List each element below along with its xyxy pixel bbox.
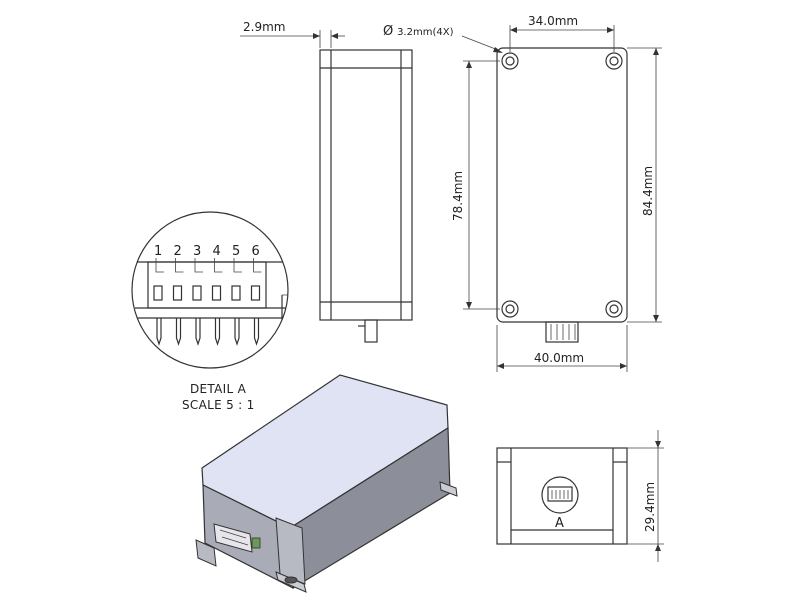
hole-spacing-width-label: 34.0mm: [528, 14, 578, 28]
pin-leg-1: [156, 318, 162, 346]
pin-leader-6: [253, 258, 262, 273]
pin-number-1: 1: [154, 244, 162, 259]
pin-number-4: 4: [213, 244, 221, 259]
diameter-symbol: Ø: [383, 24, 393, 39]
hole-diameter-value: 3.2mm(4X): [397, 27, 454, 38]
pin-slot-1: [153, 285, 163, 301]
pin-leader-2: [175, 258, 184, 273]
overall-height-label: 29.4mm: [643, 482, 657, 532]
pin-leg-2: [175, 318, 182, 346]
pin-number-3: 3: [193, 244, 201, 259]
detail-callout-label: A: [555, 516, 564, 531]
hole-spacing-length-label: 78.4mm: [451, 171, 465, 221]
overall-length-label: 84.4mm: [641, 166, 655, 216]
top-view: 34.0mm Ø 3.2mm(4X) 78.4mm 84.4mm 40.0mm: [383, 14, 662, 372]
pin-slot-5: [231, 285, 241, 301]
pin-number-6: 6: [252, 244, 260, 259]
pin-leader-3: [194, 258, 203, 273]
end-view: A 29.4mm: [496, 430, 664, 562]
pin-leader-5: [233, 258, 242, 273]
pin-number-2: 2: [174, 244, 182, 259]
pin-leader-4: [214, 258, 223, 273]
side-view: 2.9mm: [240, 20, 413, 343]
pin-slot-4: [211, 285, 222, 301]
isometric-view: [195, 374, 458, 593]
pin-slot-3: [192, 285, 202, 301]
pin-leg-4: [214, 318, 221, 346]
pin-number-5: 5: [232, 244, 240, 259]
overall-width-label: 40.0mm: [534, 351, 584, 365]
wall-thickness-label: 2.9mm: [243, 20, 285, 34]
pin-leg-5: [234, 318, 240, 346]
pin-slot-2: [172, 285, 183, 301]
detail-scale: SCALE 5 : 1: [182, 398, 255, 412]
pin-leader-1: [155, 258, 164, 273]
detail-title: DETAIL A: [190, 382, 247, 396]
pin-leg-6: [253, 318, 260, 346]
pin-slot-6: [250, 285, 261, 301]
hole-diameter-label: Ø 3.2mm(4X): [383, 24, 454, 39]
pin-leg-3: [195, 318, 201, 346]
